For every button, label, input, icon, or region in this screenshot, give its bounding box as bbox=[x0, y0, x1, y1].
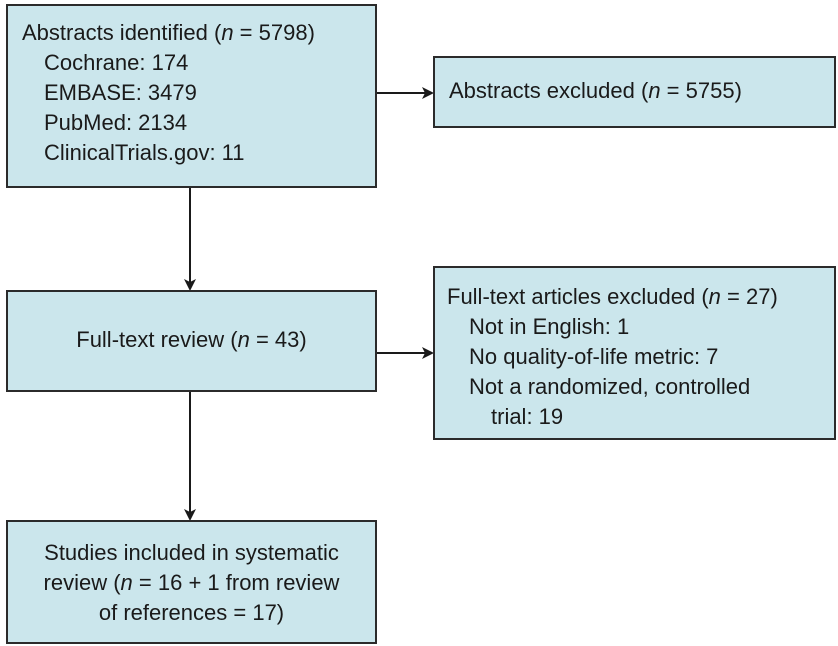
full-text-excluded-title: Full-text articles excluded (n = 27) bbox=[447, 284, 778, 309]
full-text-excluded-box: Full-text articles excluded (n = 27) Not… bbox=[433, 266, 836, 440]
full-text-review-label: Full-text review (n = 43) bbox=[76, 327, 307, 352]
source-cochrane: Cochrane: 174 bbox=[44, 50, 189, 75]
reason-no-qol-metric: No quality-of-life metric: 7 bbox=[469, 344, 719, 369]
reason-not-english: Not in English: 1 bbox=[469, 314, 630, 339]
abstracts-identified-box: Abstracts identified (n = 5798) Cochrane… bbox=[6, 4, 377, 188]
studies-included-line2: review (n = 16 + 1 from review bbox=[43, 570, 340, 595]
source-clinicaltrials: ClinicalTrials.gov: 11 bbox=[44, 140, 245, 165]
full-text-review-box: Full-text review (n = 43) bbox=[6, 290, 377, 392]
studies-included-box: Studies included in systematic review (n… bbox=[6, 520, 377, 644]
reason-not-rct-count: trial: 19 bbox=[491, 404, 564, 429]
abstracts-excluded-label: Abstracts excluded (n = 5755) bbox=[449, 78, 742, 103]
reason-not-rct: Not a randomized, controlled bbox=[469, 374, 751, 399]
studies-included-line3: of references = 17) bbox=[98, 600, 285, 625]
abstracts-identified-title: Abstracts identified (n = 5798) bbox=[22, 20, 315, 45]
studies-included-line1: Studies included in systematic bbox=[44, 540, 339, 565]
abstracts-excluded-box: Abstracts excluded (n = 5755) bbox=[433, 56, 836, 128]
source-embase: EMBASE: 3479 bbox=[44, 80, 197, 105]
source-pubmed: PubMed: 2134 bbox=[44, 110, 188, 135]
